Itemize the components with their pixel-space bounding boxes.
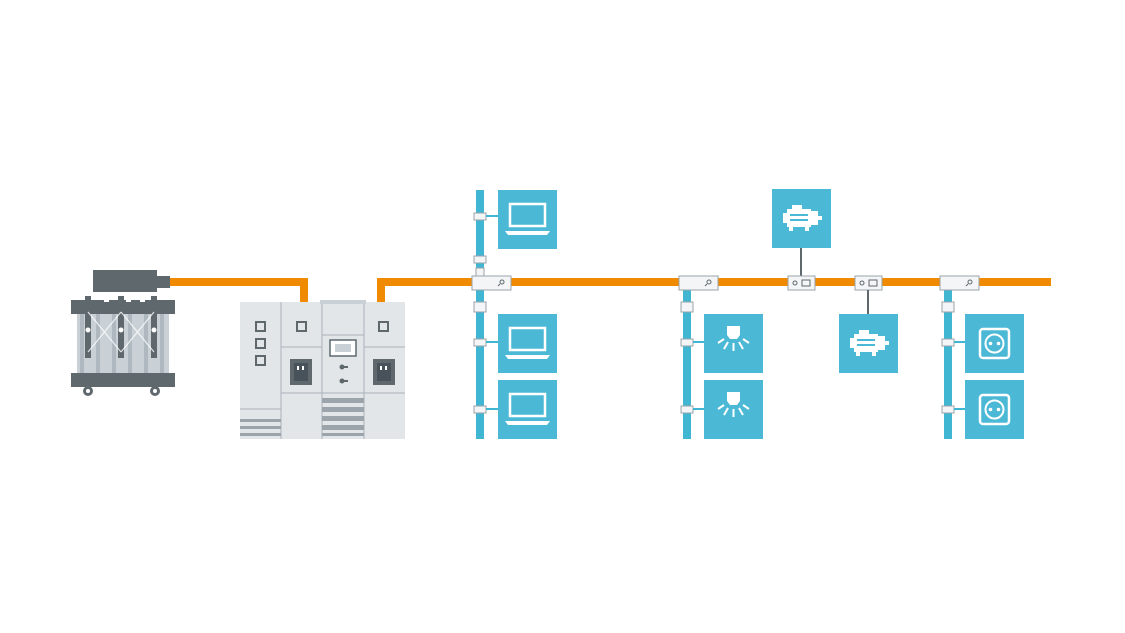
lamp-icon — [717, 392, 750, 417]
riser-sockets — [941, 290, 966, 439]
lighting-tile-2 — [704, 380, 763, 439]
switchgear-icon — [240, 300, 405, 439]
busbar-transformer-stub — [168, 278, 180, 286]
computer-icon — [505, 392, 550, 425]
busbar-transformer-to-switchgear — [180, 278, 308, 286]
busbar-drop-into-switchgear — [300, 278, 308, 302]
motor-feeder-up — [787, 248, 816, 291]
transformer-icon — [71, 270, 175, 396]
socket-tile-2 — [965, 380, 1024, 439]
motor-icon — [783, 205, 822, 231]
computer-icon — [505, 202, 550, 235]
socket-tile-1 — [965, 314, 1024, 373]
socket-outlet-icon — [978, 327, 1011, 360]
lamp-icon — [717, 326, 750, 351]
motor-icon — [850, 330, 889, 356]
tap-off-unit-1 — [471, 267, 512, 291]
motor-tile-1 — [772, 189, 831, 248]
computer-icon — [505, 326, 550, 359]
motor-tile-2 — [839, 314, 898, 373]
lighting-tile-1 — [704, 314, 763, 373]
riser-lighting — [680, 290, 705, 439]
tap-off-unit-3 — [939, 275, 980, 291]
riser-computers — [473, 190, 498, 439]
motor-feeder-down — [854, 275, 883, 314]
busbar — [168, 278, 1051, 302]
computer-tile-2 — [498, 314, 557, 373]
computer-tile-3 — [498, 380, 557, 439]
computer-tile-1 — [498, 190, 557, 249]
busbar-rise-from-switchgear — [377, 278, 385, 302]
tap-off-unit-2 — [678, 275, 719, 291]
socket-outlet-icon — [978, 393, 1011, 426]
